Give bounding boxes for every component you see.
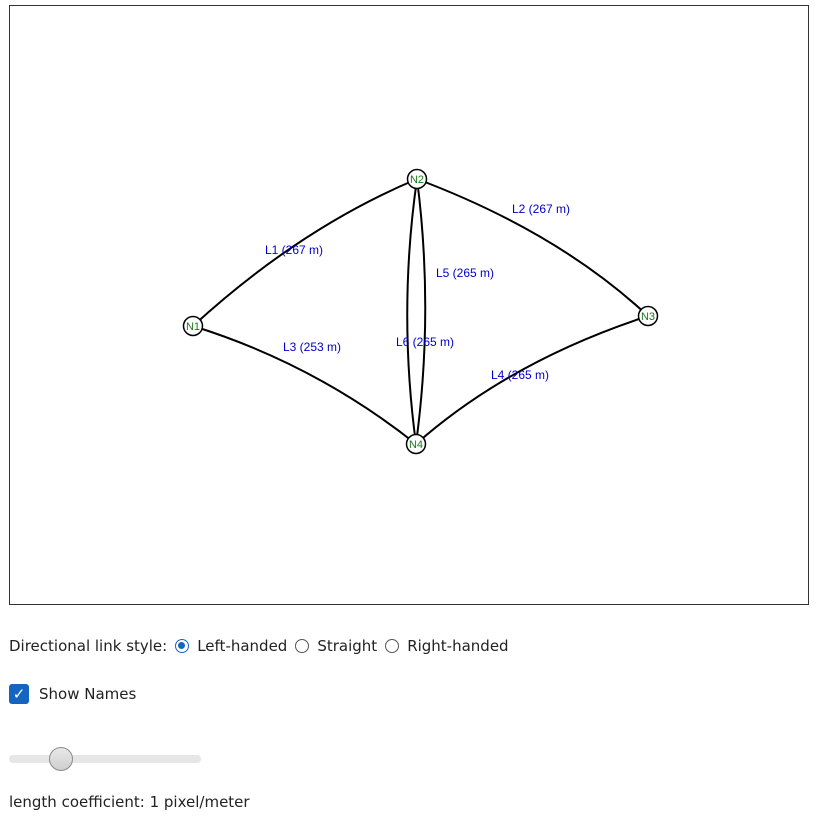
link-style-label: Directional link style: — [9, 637, 168, 655]
link-label-l2: L2 (267 m) — [512, 202, 570, 216]
node-label-n1: N1 — [186, 321, 200, 333]
length-coefficient-slider-track[interactable] — [9, 755, 201, 763]
show-names-label[interactable]: Show Names — [39, 685, 137, 703]
length-coefficient-text: length coefficient: 1 pixel/meter — [9, 793, 250, 811]
node-n4[interactable]: N4 — [405, 433, 427, 455]
link-l2[interactable] — [416, 178, 649, 317]
link-l5[interactable] — [415, 178, 427, 445]
node-label-n4: N4 — [409, 439, 423, 451]
show-names-checkbox[interactable]: ✓ — [9, 684, 29, 704]
right-handed-radio[interactable] — [385, 639, 400, 653]
graph-canvas[interactable]: L1 (267 m) L2 (267 m) L3 (253 m) L4 (265… — [9, 5, 809, 605]
link-style-row: Directional link style: Left-handed Stra… — [9, 634, 509, 658]
node-n2[interactable]: N2 — [406, 168, 428, 190]
link-l3[interactable] — [192, 325, 417, 445]
straight-radio[interactable] — [295, 639, 310, 653]
link-label-l4: L4 (265 m) — [491, 368, 549, 382]
node-n1[interactable]: N1 — [182, 315, 204, 337]
left-handed-label[interactable]: Left-handed — [197, 637, 288, 655]
link-l1[interactable] — [192, 178, 418, 327]
link-l4[interactable] — [415, 315, 649, 445]
left-handed-radio[interactable] — [175, 639, 190, 653]
graph-svg: L1 (267 m) L2 (267 m) L3 (253 m) L4 (265… — [182, 168, 659, 455]
straight-label[interactable]: Straight — [317, 637, 378, 655]
show-names-row: ✓ Show Names — [9, 682, 136, 706]
right-handed-label[interactable]: Right-handed — [407, 637, 509, 655]
link-label-l5: L5 (265 m) — [436, 266, 494, 280]
node-n3[interactable]: N3 — [637, 305, 659, 327]
link-l6[interactable] — [406, 178, 418, 445]
link-label-l1: L1 (267 m) — [265, 243, 323, 257]
length-coefficient-slider-thumb[interactable] — [49, 747, 73, 771]
node-label-n2: N2 — [410, 174, 424, 186]
link-label-l3: L3 (253 m) — [283, 340, 341, 354]
link-label-l6: L6 (265 m) — [396, 335, 454, 349]
node-label-n3: N3 — [641, 311, 655, 323]
